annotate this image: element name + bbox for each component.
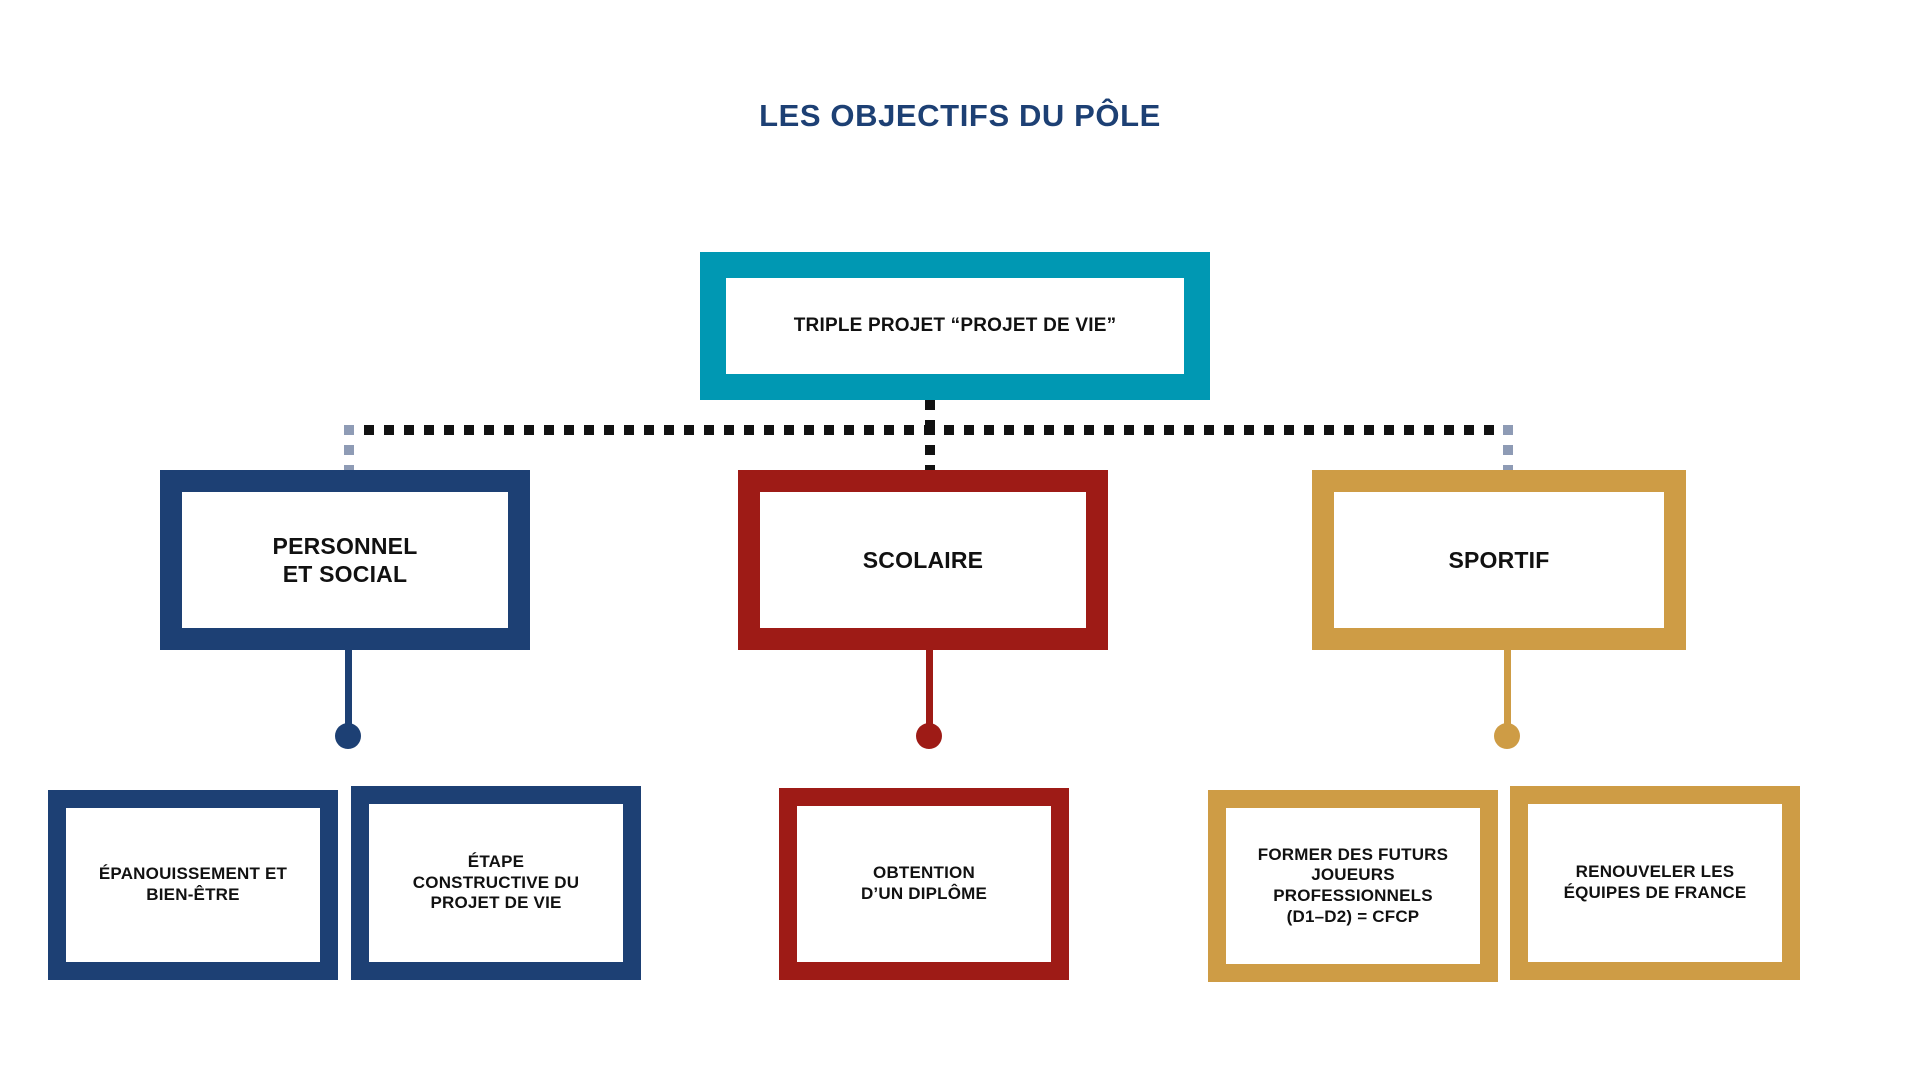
- node-etape-constructive-inner: ÉTAPE CONSTRUCTIVE DU PROJET DE VIE: [369, 804, 623, 962]
- node-triple-projet-inner: TRIPLE PROJET “PROJET DE VIE”: [726, 278, 1184, 374]
- connector-drop-sportif: [1503, 425, 1513, 475]
- page-title: LES OBJECTIFS DU PÔLE: [759, 98, 1161, 133]
- node-epanouissement-bien-etre-inner: ÉPANOUISSEMENT ET BIEN-ÊTRE: [66, 808, 320, 962]
- connector-stem-scolaire: [926, 650, 933, 735]
- node-sportif-inner: SPORTIF: [1334, 492, 1664, 628]
- node-scolaire-inner: SCOLAIRE: [760, 492, 1086, 628]
- node-renouveler-equipes-de-france: RENOUVELER LES ÉQUIPES DE FRANCE: [1510, 786, 1800, 980]
- node-obtention-diplome-label: OBTENTION D’UN DIPLÔME: [860, 863, 988, 903]
- node-triple-projet: TRIPLE PROJET “PROJET DE VIE”: [700, 252, 1210, 400]
- node-epanouissement-bien-etre-label: ÉPANOUISSEMENT ET BIEN-ÊTRE: [98, 864, 288, 904]
- node-personnel-et-social: PERSONNEL ET SOCIAL: [160, 470, 530, 650]
- connector-stem-personnel: [345, 650, 352, 735]
- node-personnel-et-social-inner: PERSONNEL ET SOCIAL: [182, 492, 508, 628]
- connector-drop-scolaire: [925, 425, 935, 475]
- node-sportif-label: SPORTIF: [1448, 546, 1550, 573]
- node-scolaire-label: SCOLAIRE: [862, 546, 984, 573]
- node-obtention-diplome-inner: OBTENTION D’UN DIPLÔME: [797, 806, 1051, 962]
- node-renouveler-equipes-de-france-inner: RENOUVELER LES ÉQUIPES DE FRANCE: [1528, 804, 1782, 962]
- node-epanouissement-bien-etre: ÉPANOUISSEMENT ET BIEN-ÊTRE: [48, 790, 338, 980]
- node-former-joueurs-professionnels-label: FORMER DES FUTURS JOUEURS PROFESSIONNELS…: [1257, 844, 1449, 926]
- connector-dot-scolaire: [916, 723, 942, 749]
- node-scolaire: SCOLAIRE: [738, 470, 1108, 650]
- connector-dot-personnel: [335, 723, 361, 749]
- node-personnel-et-social-label: PERSONNEL ET SOCIAL: [272, 532, 418, 587]
- connector-drop-personnel: [344, 425, 354, 475]
- node-former-joueurs-professionnels-inner: FORMER DES FUTURS JOUEURS PROFESSIONNELS…: [1226, 808, 1480, 964]
- node-sportif: SPORTIF: [1312, 470, 1686, 650]
- connector-root-stem: [925, 400, 935, 427]
- node-obtention-diplome: OBTENTION D’UN DIPLÔME: [779, 788, 1069, 980]
- connector-dot-sportif: [1494, 723, 1520, 749]
- node-etape-constructive-label: ÉTAPE CONSTRUCTIVE DU PROJET DE VIE: [412, 851, 580, 913]
- node-triple-projet-label: TRIPLE PROJET “PROJET DE VIE”: [793, 315, 1117, 337]
- node-former-joueurs-professionnels: FORMER DES FUTURS JOUEURS PROFESSIONNELS…: [1208, 790, 1498, 982]
- node-etape-constructive: ÉTAPE CONSTRUCTIVE DU PROJET DE VIE: [351, 786, 641, 980]
- connector-stem-sportif: [1504, 650, 1511, 735]
- node-renouveler-equipes-de-france-label: RENOUVELER LES ÉQUIPES DE FRANCE: [1563, 862, 1747, 902]
